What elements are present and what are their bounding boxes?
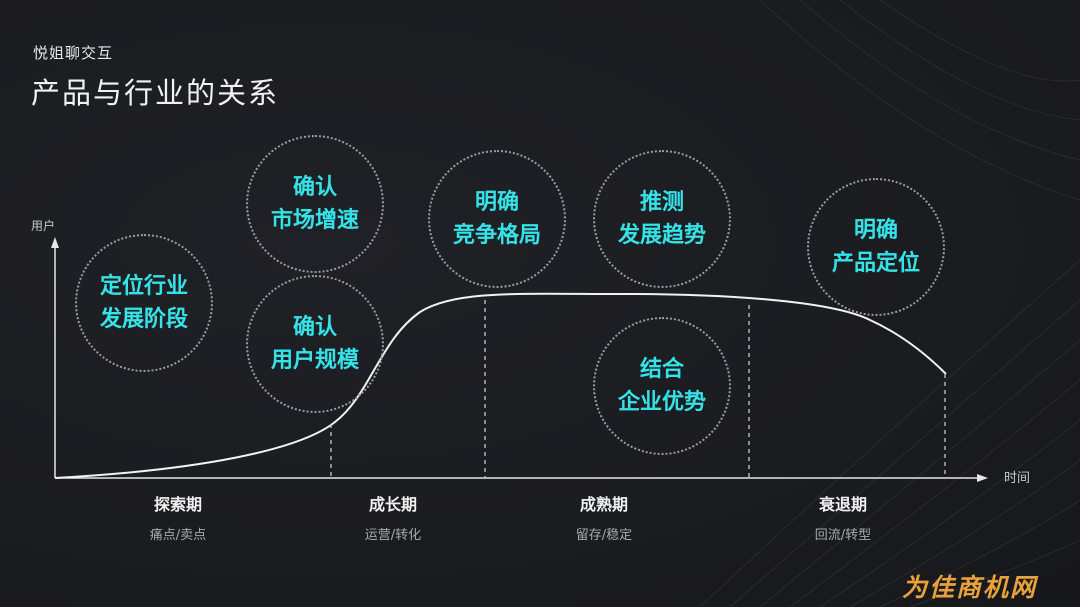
stage-name: 探索期 <box>153 495 202 514</box>
bubble-line1: 定位行业 <box>99 274 188 299</box>
stage-name: 衰退期 <box>818 495 867 514</box>
bubble-line2: 产品定位 <box>831 251 920 276</box>
bubble-line1: 确认 <box>292 175 337 200</box>
bubble-trend: 推测 发展趋势 <box>593 150 731 288</box>
x-axis-arrow <box>977 474 988 482</box>
bubble-user-scale: 确认 用户规模 <box>246 275 384 413</box>
bubble-line2: 用户规模 <box>270 348 359 373</box>
stage-maturity: 成熟期 留存/稳定 <box>524 491 684 543</box>
stage-decline: 衰退期 回流/转型 <box>763 491 923 543</box>
bubble-industry-stage: 定位行业 发展阶段 <box>75 234 213 372</box>
bubble-line2: 竞争格局 <box>452 223 541 248</box>
x-axis-label: 时间 <box>1004 471 1031 486</box>
stage-desc: 回流/转型 <box>814 528 872 543</box>
bubble-market-growth: 确认 市场增速 <box>246 135 384 273</box>
stage-name: 成熟期 <box>579 495 628 514</box>
watermark: 为佳商机网 <box>902 573 1038 602</box>
background-arcs <box>699 0 1080 607</box>
stage-exploration: 探索期 痛点/卖点 <box>98 491 258 543</box>
bubble-line1: 推测 <box>639 190 684 215</box>
stage-name: 成长期 <box>368 495 417 514</box>
bubble-line1: 确认 <box>292 315 337 340</box>
page-title: 产品与行业的关系 <box>31 76 280 110</box>
stage-desc: 留存/稳定 <box>575 528 633 543</box>
bubble-line2: 发展阶段 <box>99 307 188 332</box>
bubble-product-position: 明确 产品定位 <box>807 178 945 316</box>
stage-desc: 运营/转化 <box>364 528 422 543</box>
bubble-line2: 企业优势 <box>617 390 706 415</box>
bubble-line2: 市场增速 <box>270 208 359 233</box>
bubble-line1: 明确 <box>853 218 898 243</box>
bubble-line1: 结合 <box>639 357 684 382</box>
stage-growth: 成长期 运营/转化 <box>313 491 473 543</box>
lifecycle-curve <box>54 292 947 479</box>
bubble-line1: 明确 <box>474 190 519 215</box>
stage-desc: 痛点/卖点 <box>149 528 207 543</box>
bubble-enterprise-advantage: 结合 企业优势 <box>593 317 731 455</box>
y-axis-arrow <box>51 237 59 248</box>
y-axis-label: 用户 <box>31 219 56 233</box>
bubble-competition: 明确 竞争格局 <box>428 150 566 288</box>
brand-name: 悦姐聊交互 <box>33 44 114 62</box>
bubble-line2: 发展趋势 <box>617 223 706 248</box>
